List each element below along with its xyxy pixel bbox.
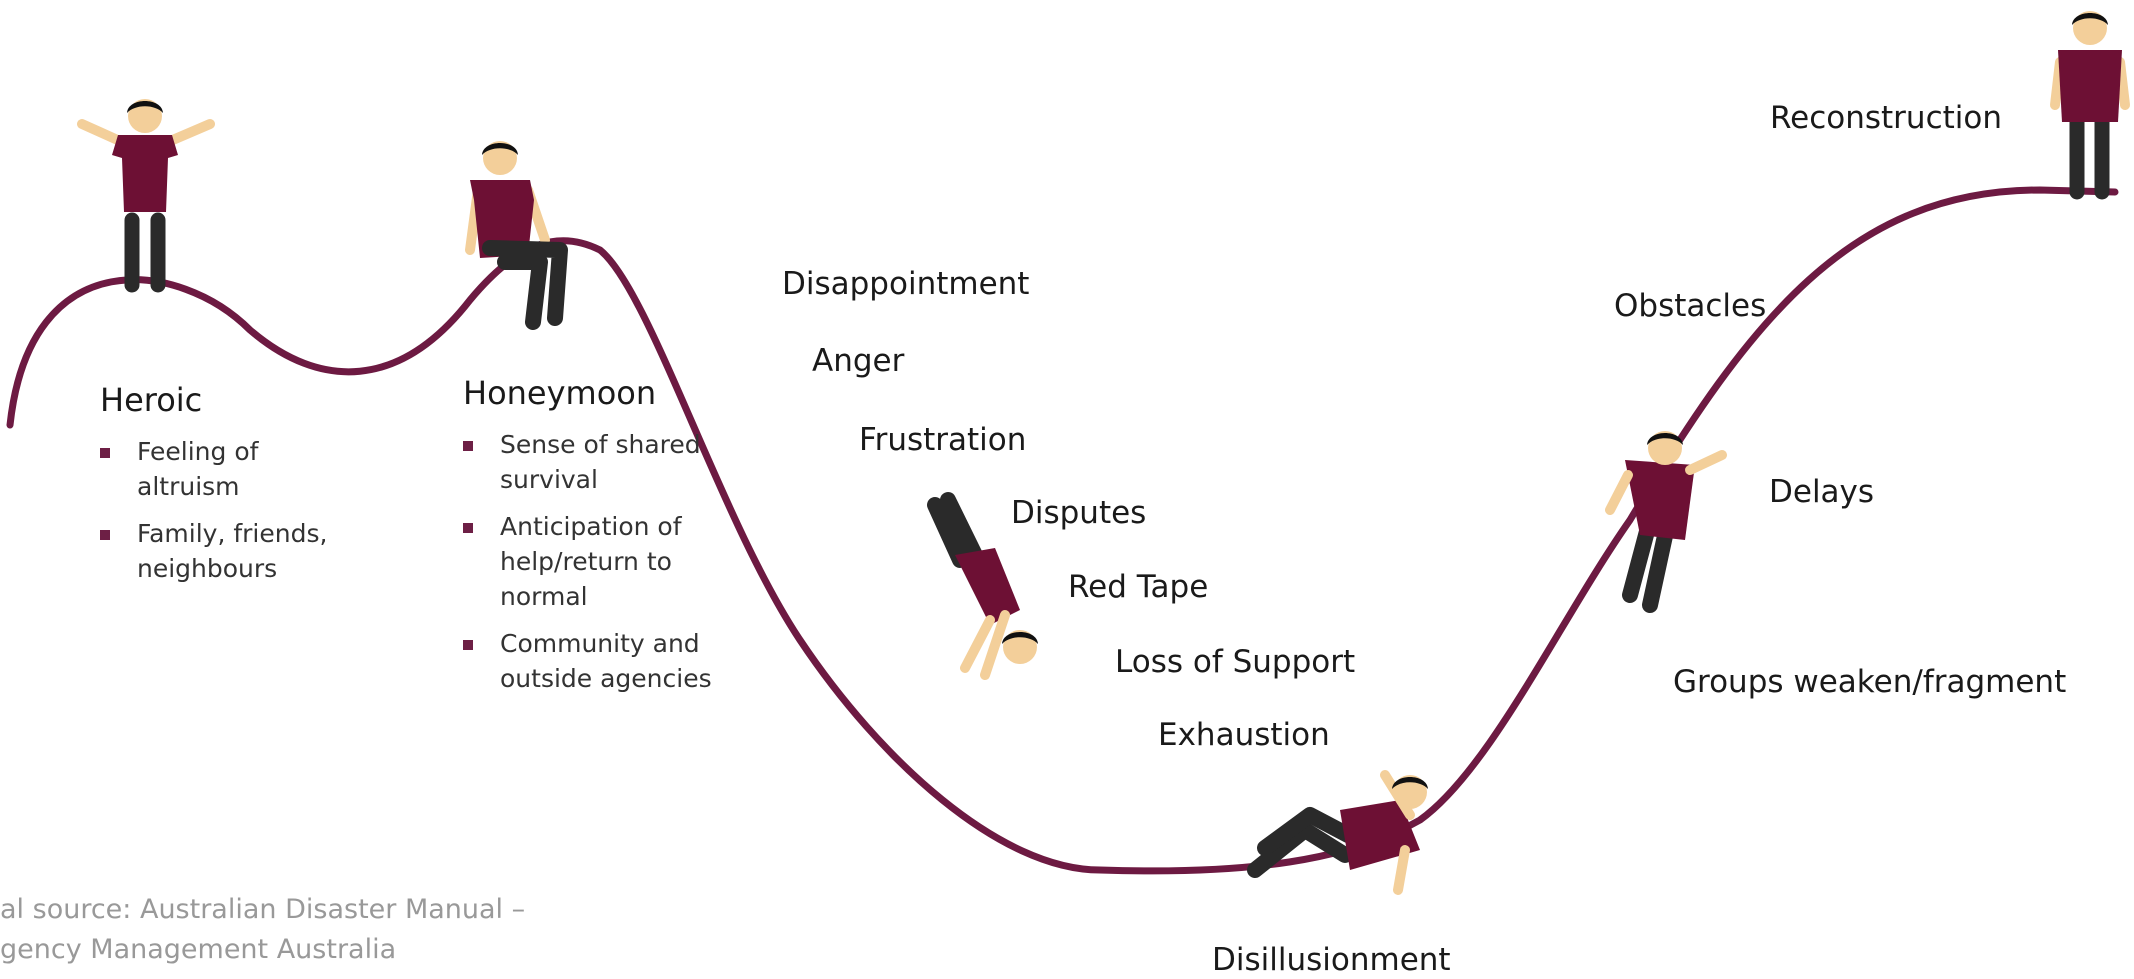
- label-disputes: Disputes: [1011, 495, 1147, 531]
- heroic-figure: [77, 99, 215, 293]
- list-item: Sense of shared survival: [463, 427, 723, 497]
- reconstruction-figure: [2050, 11, 2130, 200]
- emotional-curve: [6, 186, 2119, 875]
- source-line-2: gency Management Australia: [0, 934, 397, 965]
- phase-title-heroic: Heroic: [100, 381, 203, 419]
- list-item: Family, friends, neighbours: [100, 516, 360, 586]
- label-groups-weaken: Groups weaken/fragment: [1673, 664, 2067, 700]
- list-item: Community and outside agencies: [463, 626, 723, 696]
- phase-title-reconstruction: Reconstruction: [1770, 100, 2003, 136]
- list-item: Feeling of altruism: [100, 434, 360, 504]
- heroic-bullets: Feeling of altruism Family, friends, nei…: [100, 434, 360, 598]
- phase-title-disillusionment: Disillusionment: [1212, 942, 1451, 978]
- falling-figure: [927, 492, 1038, 680]
- honeymoon-bullets: Sense of shared survival Anticipation of…: [463, 427, 723, 708]
- label-anger: Anger: [812, 343, 905, 379]
- label-delays: Delays: [1769, 474, 1875, 510]
- bullet-square-icon: [463, 523, 473, 533]
- label-disappointment: Disappointment: [782, 266, 1030, 302]
- climbing-figure: [1605, 431, 1727, 613]
- lying-figure: [1247, 770, 1428, 895]
- source-credit: al source: Australian Disaster Manual – …: [0, 890, 525, 970]
- source-line-1: al source: Australian Disaster Manual –: [0, 894, 526, 925]
- label-obstacles: Obstacles: [1614, 288, 1767, 324]
- bullet-square-icon: [100, 448, 110, 458]
- bullet-square-icon: [463, 640, 473, 650]
- phase-title-honeymoon: Honeymoon: [463, 374, 657, 412]
- bullet-square-icon: [100, 530, 110, 540]
- bullet-square-icon: [463, 441, 473, 451]
- honeymoon-figure: [465, 141, 568, 330]
- label-red-tape: Red Tape: [1068, 569, 1209, 605]
- label-loss-of-support: Loss of Support: [1115, 644, 1356, 680]
- list-item: Anticipation of help/return to normal: [463, 509, 723, 614]
- label-exhaustion: Exhaustion: [1158, 717, 1330, 753]
- label-frustration: Frustration: [859, 422, 1027, 458]
